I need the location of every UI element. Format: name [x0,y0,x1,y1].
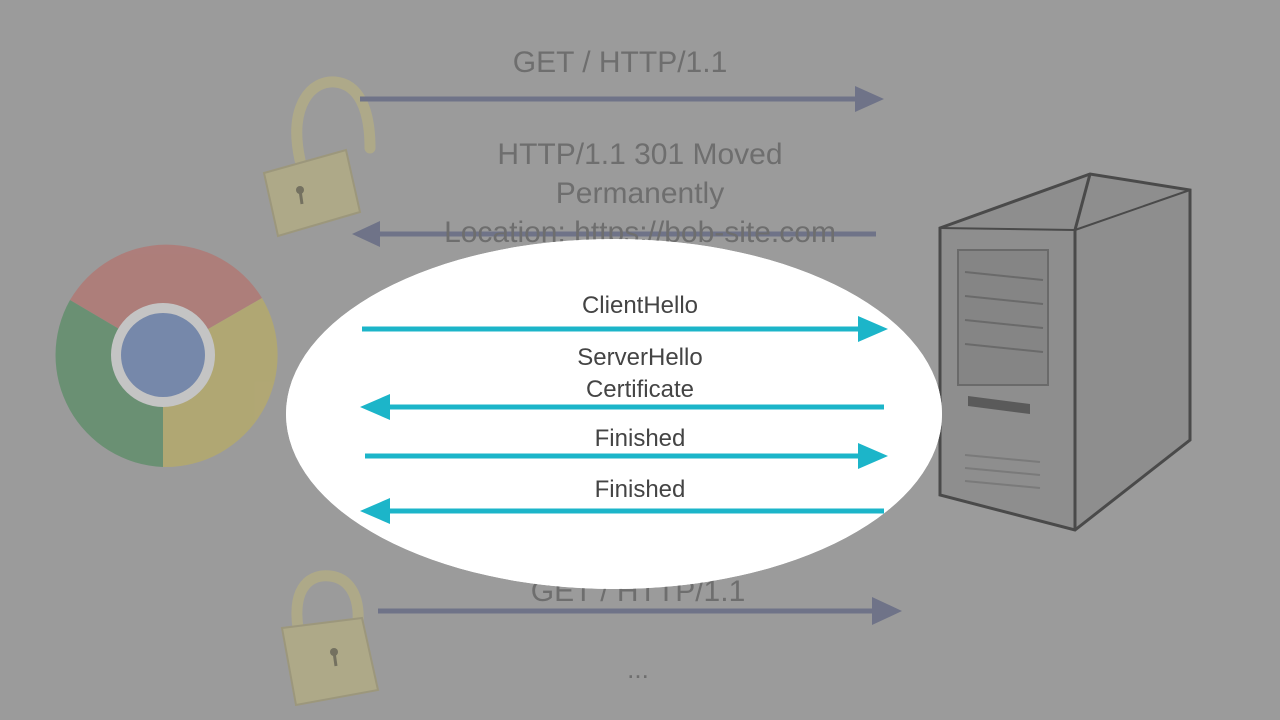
redirect-status-line-1: HTTP/1.1 301 Moved [497,138,783,171]
initial-request-label: GET / HTTP/1.1 [512,46,728,79]
chrome-logo-icon [55,244,278,468]
server-finished-label: Finished [594,476,686,503]
redirect-response-arrowhead [352,221,380,247]
server-tower-icon [938,172,1192,532]
client-hello-label: ClientHello [581,292,699,319]
ellipsis-label: ... [627,654,649,684]
server-hello-label: ServerHello [577,344,703,371]
initial-request-arrowhead [855,86,884,112]
certificate-label: Certificate [585,376,695,403]
closed-lock-icon [280,570,380,707]
redirect-status-line-2: Permanently [555,177,725,210]
open-lock-icon [262,76,376,238]
ellipse-text-mask [286,239,942,589]
secure-request-arrowhead [872,597,902,625]
client-finished-label: Finished [594,425,686,452]
